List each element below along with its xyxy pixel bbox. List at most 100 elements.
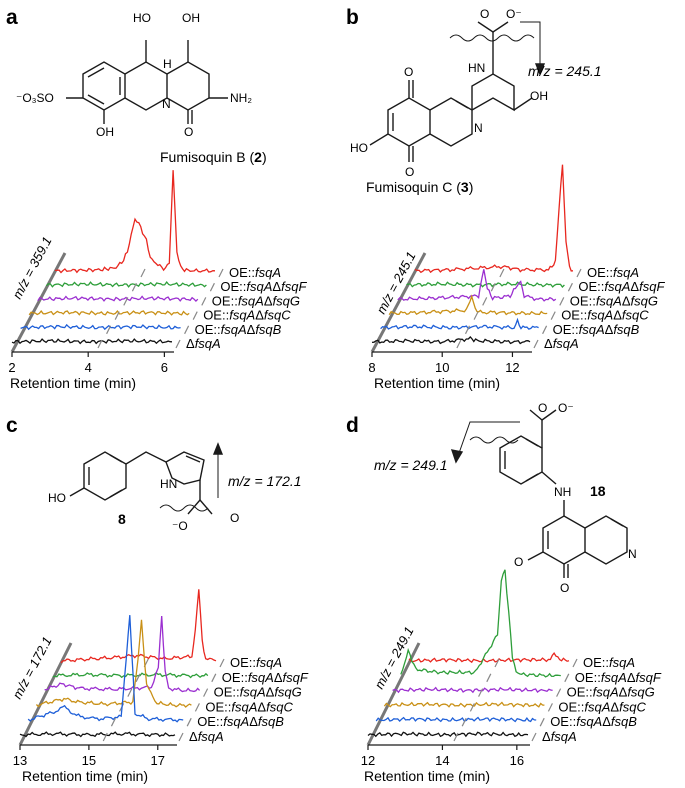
trace-end-c-3 — [194, 703, 200, 712]
trace-b-5 — [371, 336, 531, 345]
mol-a-label-so3: ⁻O₃SO — [16, 91, 54, 105]
trace-end-b-4 — [542, 325, 548, 335]
trace-label-a-1: OE::fsqAΔfsqF — [220, 279, 307, 294]
x-tick-label-a-2: 2 — [8, 360, 15, 375]
trace-b-1 — [406, 281, 565, 288]
trace-label-a-4: OE::fsqAΔfsqB — [195, 322, 282, 337]
trace-end-c-4 — [186, 717, 192, 727]
compound-name-a: Fumisoquin B (2) — [160, 149, 267, 165]
mz-label-d: m/z = 249.1 — [371, 624, 416, 691]
trace-break-b-2 — [482, 297, 488, 306]
depth-axis-a — [10, 252, 67, 353]
trace-label-b-4: OE::fsqAΔfsqB — [553, 322, 640, 337]
trace-end-d-5 — [531, 732, 537, 742]
compound-number-c: 8 — [118, 511, 126, 527]
x-tick-label-b-10: 10 — [435, 360, 449, 375]
mol-a-label-n: N — [162, 97, 171, 111]
trace-break-c-1 — [135, 673, 141, 683]
trace-c-1 — [52, 671, 209, 679]
mol-a-label-ho-top: HO — [133, 11, 151, 25]
trace-c-0 — [60, 589, 217, 664]
mol-c-label-o: O — [230, 511, 239, 525]
trace-b-4 — [380, 317, 539, 330]
trace-c-5 — [19, 731, 176, 738]
fragment-label-c: m/z = 172.1 — [228, 473, 302, 489]
trace-break-c-5 — [102, 732, 108, 742]
mol-d-label-nh: NH — [554, 485, 571, 499]
trace-label-b-5: ΔfsqA — [544, 336, 579, 351]
trace-end-b-3 — [550, 311, 556, 320]
mol-b-label-oh: OH — [530, 89, 548, 103]
mol-b-label-hn: HN — [468, 61, 485, 75]
mol-a-label-oh-top: OH — [182, 11, 200, 25]
mol-a-label-h: H — [163, 57, 172, 71]
trace-break-a-4 — [106, 325, 112, 335]
molecule-18 — [450, 409, 628, 578]
trace-d-2 — [392, 686, 553, 694]
trace-a-2 — [37, 295, 199, 303]
trace-d-0 — [408, 651, 570, 664]
trace-end-b-1 — [567, 282, 573, 292]
xlabel-a: Retention time (min) — [10, 375, 136, 391]
panel-d-letter: d — [346, 414, 359, 437]
trace-break-d-2 — [478, 688, 484, 697]
trace-end-d-2 — [556, 688, 562, 697]
trace-end-a-3 — [192, 311, 198, 320]
mol-b-label-n: N — [474, 121, 483, 135]
trace-a-4 — [20, 323, 181, 331]
x-tick-label-d-12: 12 — [361, 753, 375, 768]
trace-a-5 — [11, 338, 173, 345]
trace-break-b-3 — [473, 311, 479, 320]
trace-break-a-0 — [140, 268, 146, 278]
mol-c-label-ho: HO — [48, 491, 66, 505]
trace-a-0 — [54, 170, 216, 274]
trace-break-b-4 — [464, 325, 471, 335]
trace-end-a-0 — [218, 268, 224, 278]
x-tick-label-c-13: 13 — [13, 753, 27, 768]
trace-break-d-4 — [461, 717, 467, 727]
xlabel-c: Retention time (min) — [22, 768, 148, 784]
fragment-label-b: m/z = 245.1 — [528, 63, 602, 79]
x-tick-label-a-4: 4 — [85, 360, 92, 375]
trace-label-c-0: OE::fsqA — [230, 655, 282, 670]
trace-label-b-0: OE::fsqA — [587, 265, 639, 280]
trace-b-2 — [397, 269, 557, 302]
mol-c-label-ominus: ⁻O — [172, 519, 188, 533]
trace-label-c-3: OE::fsqAΔfsqC — [205, 699, 293, 714]
trace-d-4 — [375, 716, 537, 723]
panel-a-letter: a — [6, 6, 18, 29]
trace-d-1 — [400, 569, 561, 678]
trace-break-c-4 — [110, 717, 116, 727]
panel-b-letter: b — [346, 6, 359, 29]
trace-break-a-5 — [97, 339, 103, 349]
compound-number-d: 18 — [590, 483, 606, 499]
trace-end-d-0 — [572, 658, 578, 668]
x-tick-label-b-12: 12 — [505, 360, 519, 375]
trace-label-d-1: OE::fsqAΔfsqF — [575, 670, 662, 685]
trace-break-c-2 — [127, 688, 133, 697]
trace-b-0 — [414, 164, 574, 274]
trace-break-a-3 — [114, 311, 120, 320]
trace-break-d-5 — [453, 732, 459, 742]
trace-label-c-4: OE::fsqAΔfsqB — [197, 714, 284, 729]
trace-end-a-4 — [184, 325, 190, 335]
trace-label-c-5: ΔfsqA — [189, 729, 224, 744]
trace-label-a-0: OE::fsqA — [229, 265, 281, 280]
mol-b-label-o-top: O — [404, 65, 413, 79]
panel-a: a HO OH H N NH₂ O ⁻O₃SO OH Fumisoquin B … — [6, 6, 307, 391]
trace-break-b-5 — [456, 339, 462, 349]
mol-d-label-o-left: O — [514, 555, 523, 569]
molecule-fumisoquin-c — [369, 21, 546, 162]
depth-axis-c — [18, 642, 73, 746]
trace-label-b-2: OE::fsqAΔfsqG — [570, 293, 658, 308]
mol-a-label-nh2: NH₂ — [230, 91, 252, 105]
mol-d-label-o-bottom: O — [560, 581, 569, 595]
trace-label-b-3: OE::fsqAΔfsqC — [561, 308, 649, 323]
trace-b-3 — [388, 294, 548, 316]
trace-end-a-5 — [175, 339, 181, 349]
trace-d-3 — [383, 701, 545, 708]
trace-end-c-0 — [219, 658, 225, 668]
mol-b-label-ho: HO — [350, 141, 368, 155]
